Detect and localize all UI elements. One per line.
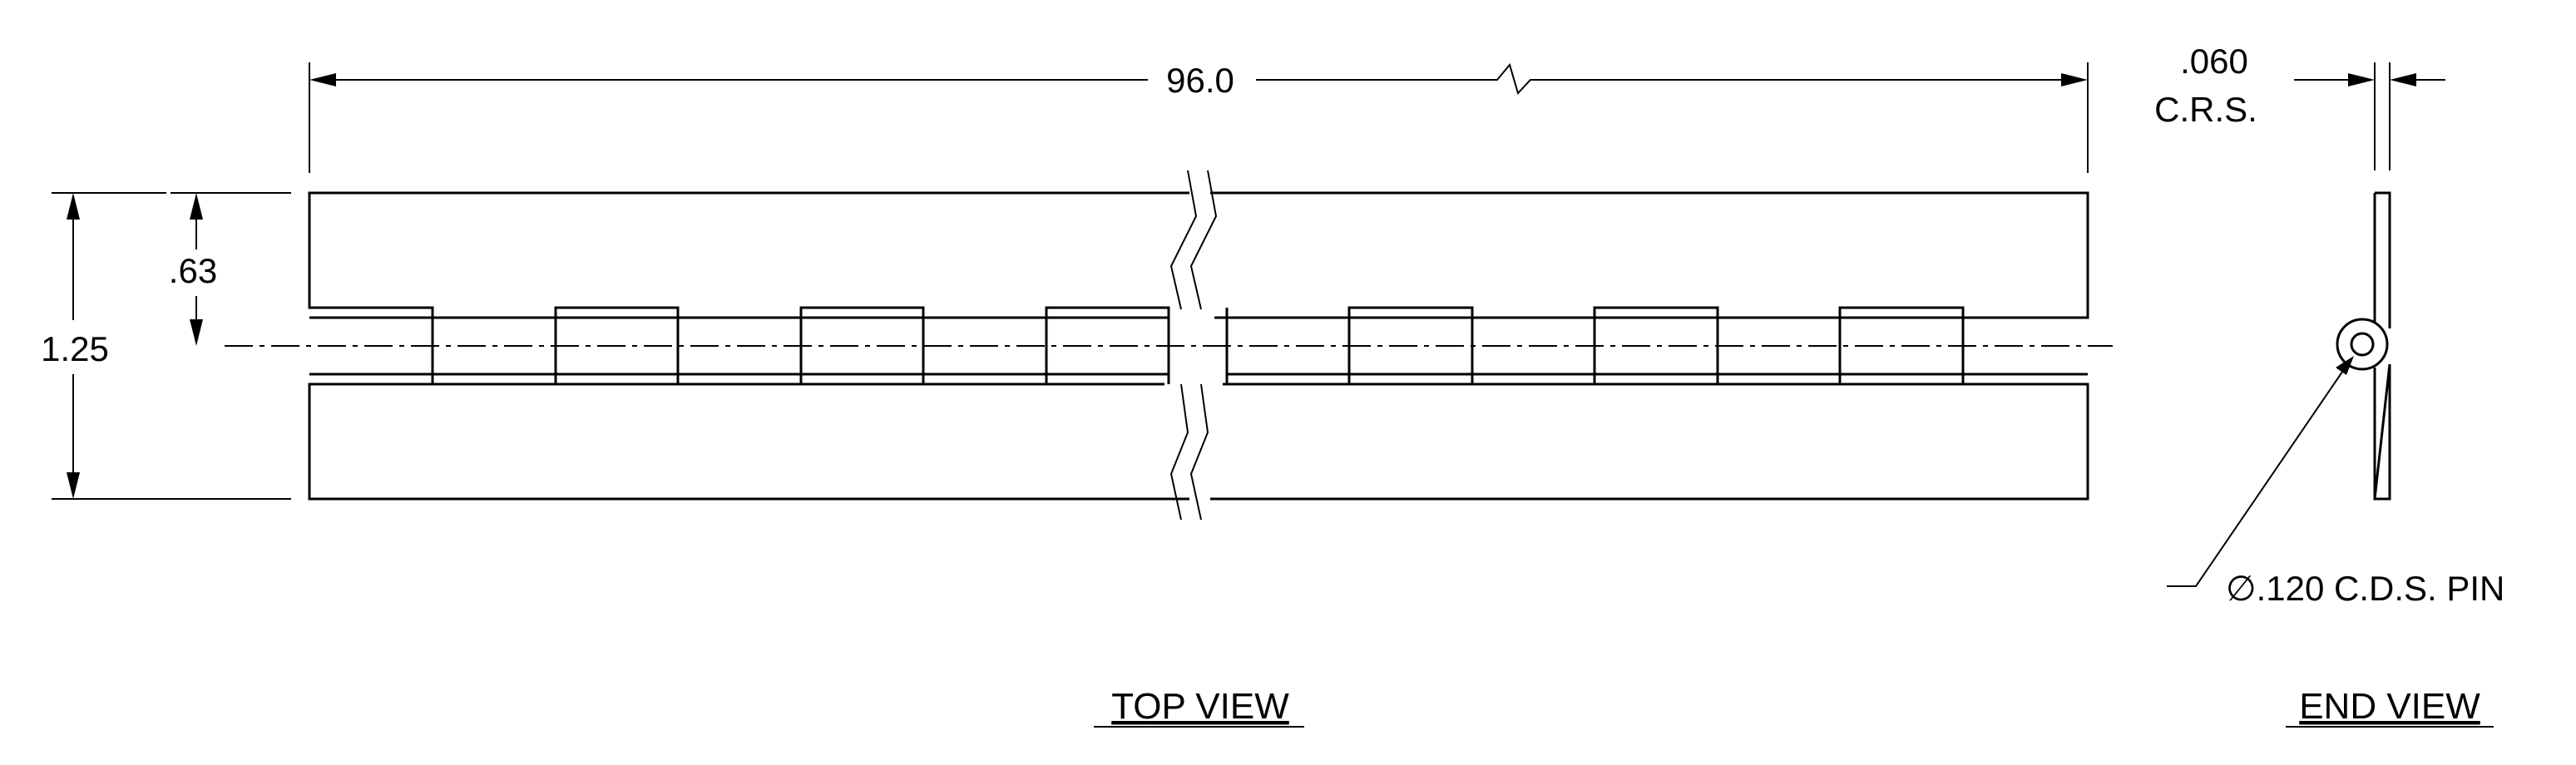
end-view: .060 C.R.S. ∅.120 C.D.S. PIN (2154, 42, 2504, 608)
length-dimension: 96.0 (309, 61, 2089, 173)
top-view-title: TOP VIEW (1111, 686, 1289, 727)
top-view (225, 170, 2113, 521)
lower-leaf-outline (308, 382, 2089, 501)
pin-leader (2167, 360, 2351, 587)
break-line-left (1169, 170, 1198, 521)
overall-width-label: 1.25 (41, 329, 109, 368)
knuckle-band (309, 306, 2088, 386)
pin-callout: ∅.120 C.D.S. PIN (2226, 569, 2504, 608)
material-label: C.R.S. (2154, 90, 2257, 129)
thickness-label: .060 (2180, 42, 2248, 81)
end-view-title: END VIEW (2299, 686, 2480, 727)
break-line-right (1189, 170, 1218, 521)
knuckle-outer (2336, 318, 2389, 371)
overall-width-dimension: 1.25 (41, 192, 291, 500)
half-width-label: .63 (169, 251, 217, 290)
pin-circle (2350, 332, 2375, 357)
length-label: 96.0 (1166, 61, 1234, 100)
half-width-dimension: .63 (169, 192, 291, 346)
